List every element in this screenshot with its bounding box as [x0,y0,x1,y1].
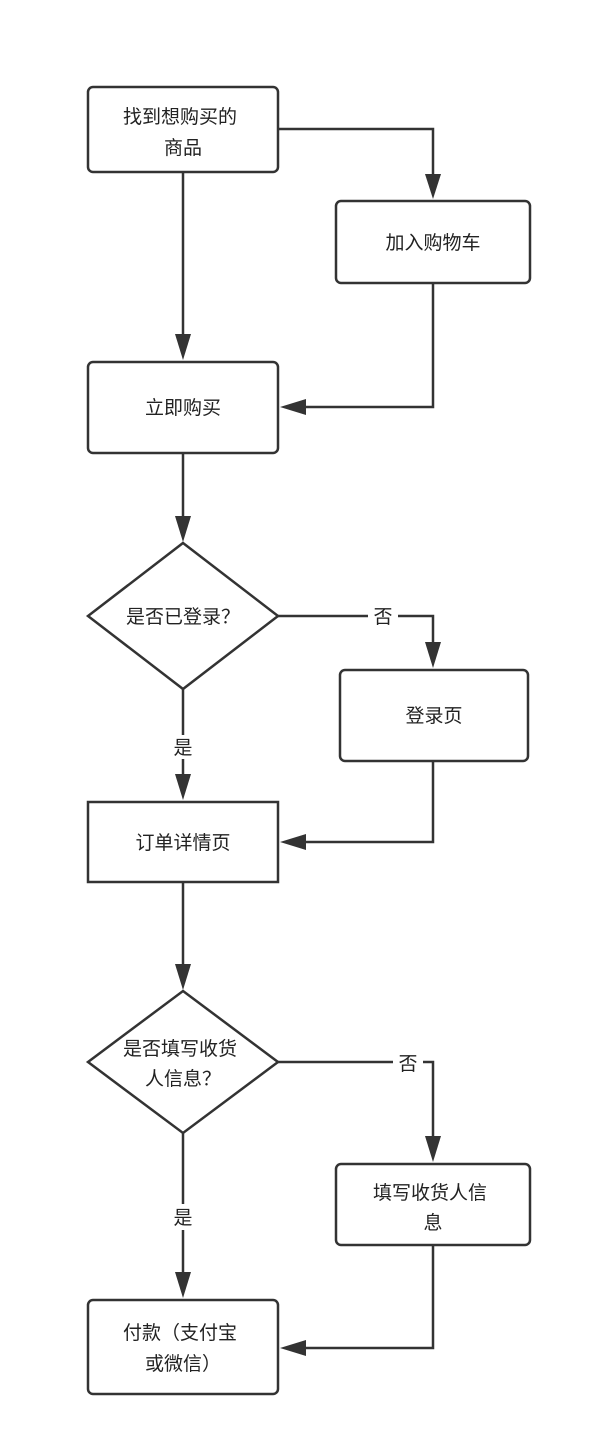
node-buy-now: 立即购买 [86,360,280,455]
edge-label-no: 否 [373,606,392,628]
node-text-line: 或微信） [145,1353,221,1375]
edge-label-no: 否 [398,1053,417,1075]
edge-info-no: 否 [278,1051,441,1162]
node-text-line: 息 [423,1212,442,1234]
node-order-detail: 订单详情页 [86,800,280,884]
edge-info-yes: 是 [168,1133,198,1298]
edge-label-yes: 是 [173,737,192,759]
edges: 否 是 否 是 [168,127,441,1356]
svg-text:填写收货人信 息: 填写收货人信 息 [373,1182,493,1234]
node-add-to-cart: 加入购物车 [334,199,532,285]
node-text-line: 付款（支付宝 [123,1322,237,1344]
node-text-line: 是否已登录？ [126,606,240,628]
node-is-logged-in: 是否已登录？ [85,541,281,691]
svg-text:加入购物车: 加入购物车 [385,232,480,254]
svg-text:订单详情页: 订单详情页 [135,832,230,854]
node-text-line: 加入购物车 [385,232,480,254]
node-text-line: 找到想购买的 [123,106,237,128]
edge-label-bg [393,1051,423,1075]
svg-text:登录页: 登录页 [405,705,462,727]
edge-find-to-buy [175,172,191,360]
edge-buy-to-login-check [175,453,191,542]
node-login-page: 登录页 [338,668,530,763]
node-payment: 付款（支付宝 或微信） [86,1298,280,1396]
node-text-line: 商品 [164,137,202,159]
svg-text:找到想购买的 商品: 找到想购买的 商品 [123,106,243,159]
node-text-line: 立即购买 [145,397,221,419]
svg-text:付款（支付宝 或微信）: 付款（支付宝 或微信） [123,1322,243,1375]
nodes: 找到想购买的 商品 加入购物车 立即购买 是否已登录？ [85,85,532,1396]
edge-label-bg [168,1204,198,1230]
edge-label-bg [168,735,198,759]
edge-loginpage-to-order [280,761,435,850]
edge-find-to-cart [278,127,441,199]
svg-text:立即购买: 立即购买 [145,397,221,419]
svg-text:是否已登录？: 是否已登录？ [126,606,240,628]
node-has-shipping-info: 是否填写收货 人信息？ [85,989,281,1135]
edge-cart-to-buy [280,283,435,415]
edge-login-no: 否 [278,604,441,668]
edge-login-yes: 是 [168,689,198,800]
node-find-product: 找到想购买的 商品 [86,85,280,174]
edge-fill-to-payment [280,1245,435,1356]
svg-text:是否填写收货 人信息？: 是否填写收货 人信息？ [123,1038,243,1090]
edge-order-to-info-check [175,882,191,990]
node-fill-shipping-info: 填写收货人信 息 [334,1162,532,1247]
edge-label-bg [368,604,398,628]
node-text-line: 登录页 [405,705,462,727]
node-text-line: 人信息？ [145,1068,221,1090]
edge-label-yes: 是 [173,1207,192,1229]
node-text-line: 填写收货人信 [373,1182,487,1204]
node-text-line: 订单详情页 [135,832,230,854]
node-text-line: 是否填写收货 [123,1038,237,1060]
